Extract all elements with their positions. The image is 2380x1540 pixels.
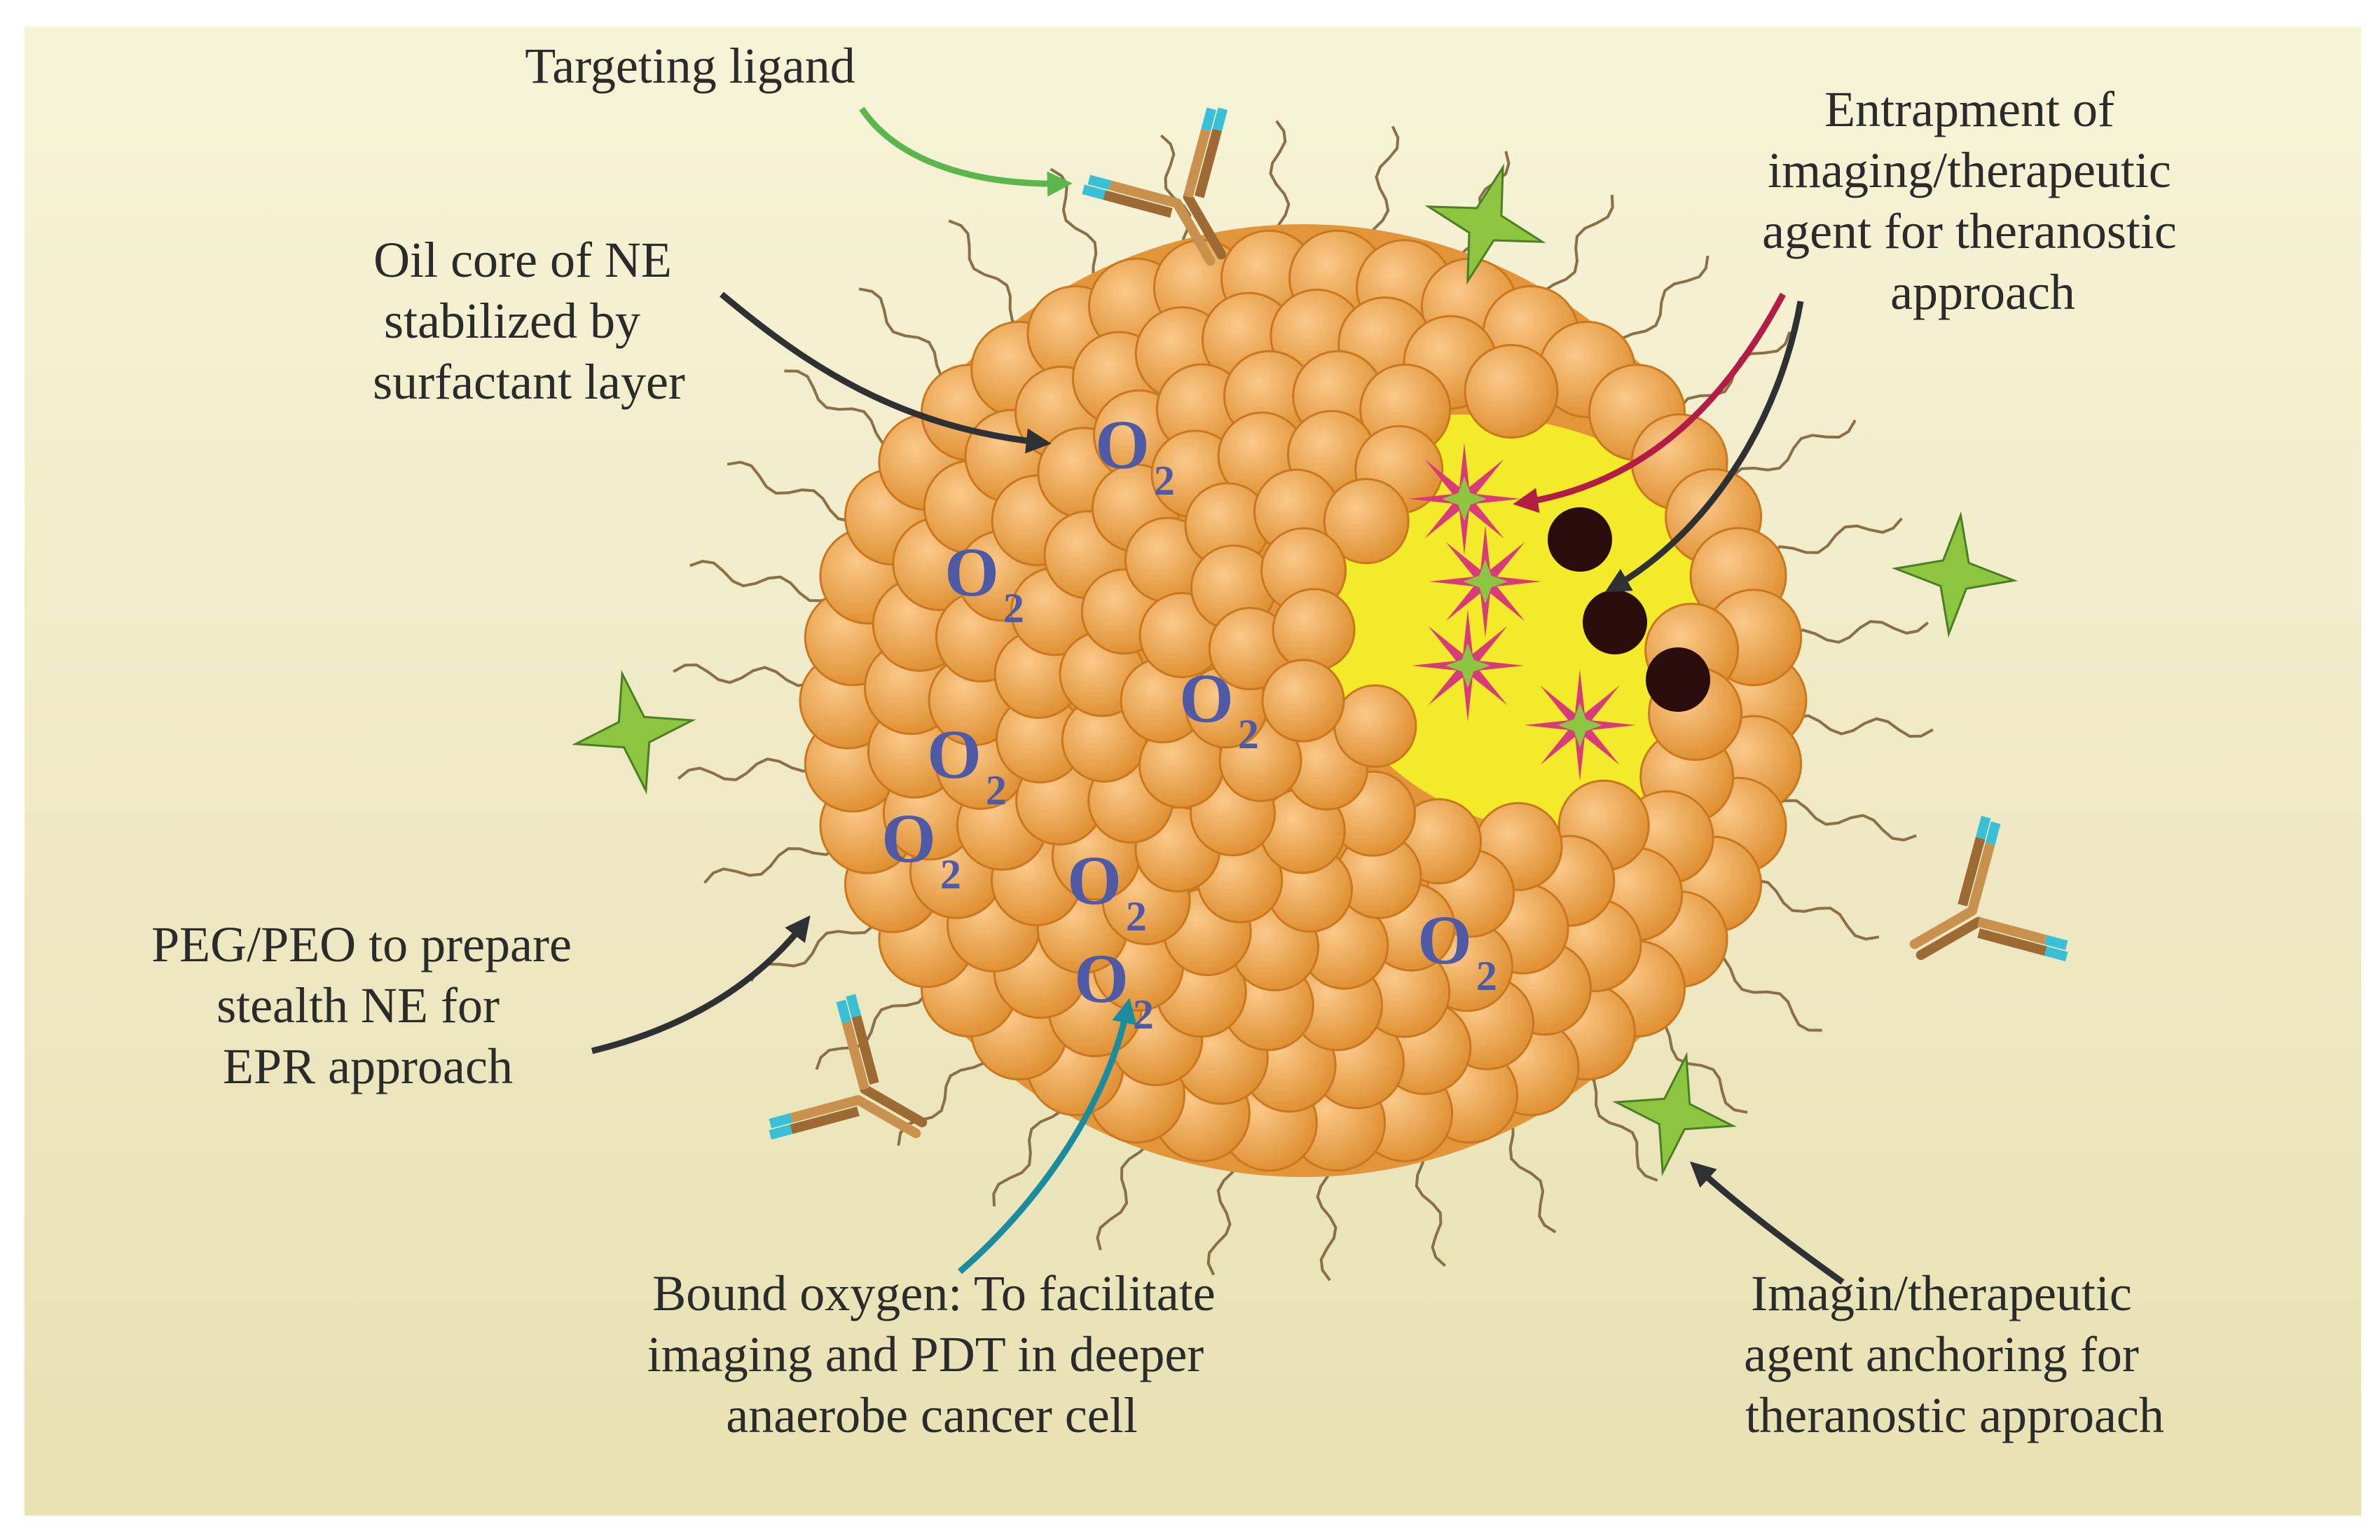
oxygen-subscript: 2 (1476, 953, 1497, 999)
entrapped-particle (1583, 590, 1647, 654)
label-imaging-anchor-line-2: agent anchoring for (1744, 1326, 2139, 1382)
label-entrapment: Entrapment of imaging/therapeutic agent … (1762, 81, 2189, 320)
label-imaging-anchor-line-1: Imagin/therapeutic (1751, 1265, 2132, 1321)
arrow-oil-core (720, 291, 1052, 454)
antibody-ligand (1082, 107, 1228, 266)
oxygen-subscript: 2 (1238, 711, 1259, 757)
anchored-agent-star (572, 670, 696, 795)
oxygen-symbol: O (1179, 659, 1234, 737)
oil-core (1320, 414, 1725, 835)
oxygen-subscript: 2 (1133, 991, 1154, 1038)
entrapped-agent-center (1442, 476, 1487, 521)
oxygen-subscript: 2 (940, 851, 961, 898)
surfactant-droplet (1272, 588, 1356, 672)
label-oil-core-line-1: Oil core of NE (373, 232, 672, 288)
arrow-imaging-anchor (1690, 1161, 1845, 1285)
label-entrapment-line-3: agent for theranostic (1762, 203, 2177, 259)
label-bound-oxygen-line-3: anaerobe cancer cell (726, 1387, 1138, 1443)
surfactant-droplet (1333, 684, 1417, 768)
arrow-peg-peo (591, 915, 811, 1054)
surfactant-droplet (1323, 478, 1410, 565)
entrapped-particle (1646, 647, 1710, 712)
label-imaging-anchor: Imagin/therapeutic agent anchoring for t… (1744, 1265, 2164, 1443)
labels: Targeting ligand Oil core of NE stabiliz… (151, 38, 2189, 1443)
label-peg-peo-line-3: EPR approach (223, 1038, 513, 1094)
arrow-entrapment-red (1513, 292, 1786, 514)
arrow-entrapment-dark (1604, 301, 1804, 593)
label-oil-core-line-3: surfactant layer (373, 354, 685, 410)
oxygen-symbol: O (1095, 406, 1150, 483)
anchored-agents (572, 163, 2018, 1176)
oxygen-subscript: 2 (1003, 585, 1024, 631)
oxygen-symbol: O (944, 533, 999, 611)
nanoemulsion-droplet (799, 224, 1808, 1177)
surfactant-droplets (799, 229, 1808, 1172)
oxygen-symbol: O (1417, 901, 1472, 979)
oxygen-symbol: O (1074, 940, 1129, 1017)
oxygen-subscript: 2 (1126, 893, 1147, 940)
antibody-ligand (1909, 816, 2068, 962)
label-bound-oxygen: Bound oxygen: To facilitate imaging and … (647, 1265, 1228, 1443)
oxygen-subscript: 2 (986, 767, 1007, 813)
antibody-ligand (769, 994, 928, 1140)
entrapped-agents (1408, 443, 1710, 781)
entrapped-agent-center (1463, 559, 1508, 604)
entrapped-agent-center (1445, 643, 1490, 688)
label-entrapment-line-1: Entrapment of (1824, 81, 2114, 137)
arrows (591, 106, 1845, 1285)
arrow-targeting-ligand (859, 106, 1073, 197)
entrapped-agent-center (1557, 703, 1602, 748)
entrapped-particle (1548, 507, 1612, 572)
label-entrapment-line-2: imaging/therapeutic (1768, 142, 2171, 198)
label-entrapment-line-4: approach (1890, 264, 2075, 320)
arrow-bound-oxygen (958, 998, 1137, 1274)
label-peg-peo-line-2: stealth NE for (216, 977, 500, 1033)
label-oil-core: Oil core of NE stabilized by surfactant … (373, 232, 685, 410)
targeting-ligands (769, 107, 2068, 1140)
oxygen-symbol: O (1067, 841, 1122, 919)
anchored-agent-star (1612, 1052, 1737, 1176)
oxygen-symbol: O (881, 799, 936, 877)
label-imaging-anchor-line-3: theranostic approach (1745, 1387, 2164, 1443)
label-peg-peo: PEG/PEO to prepare stealth NE for EPR ap… (151, 916, 584, 1094)
label-oil-core-line-2: stabilized by (384, 293, 640, 349)
anchored-agent-star (1424, 163, 1546, 285)
oxygen-subscript: 2 (1154, 458, 1175, 504)
label-targeting-ligand: Targeting ligand (525, 38, 855, 94)
label-bound-oxygen-line-2: imaging and PDT in deeper (647, 1326, 1204, 1382)
surfactant-droplet (1261, 659, 1345, 743)
label-bound-oxygen-line-1: Bound oxygen: To facilitate (652, 1265, 1215, 1321)
label-peg-peo-line-1: PEG/PEO to prepare (151, 916, 572, 972)
oxygen-symbol: O (927, 715, 982, 793)
anchored-agent-star (1891, 511, 2018, 638)
surfactant-droplet (1464, 344, 1559, 439)
